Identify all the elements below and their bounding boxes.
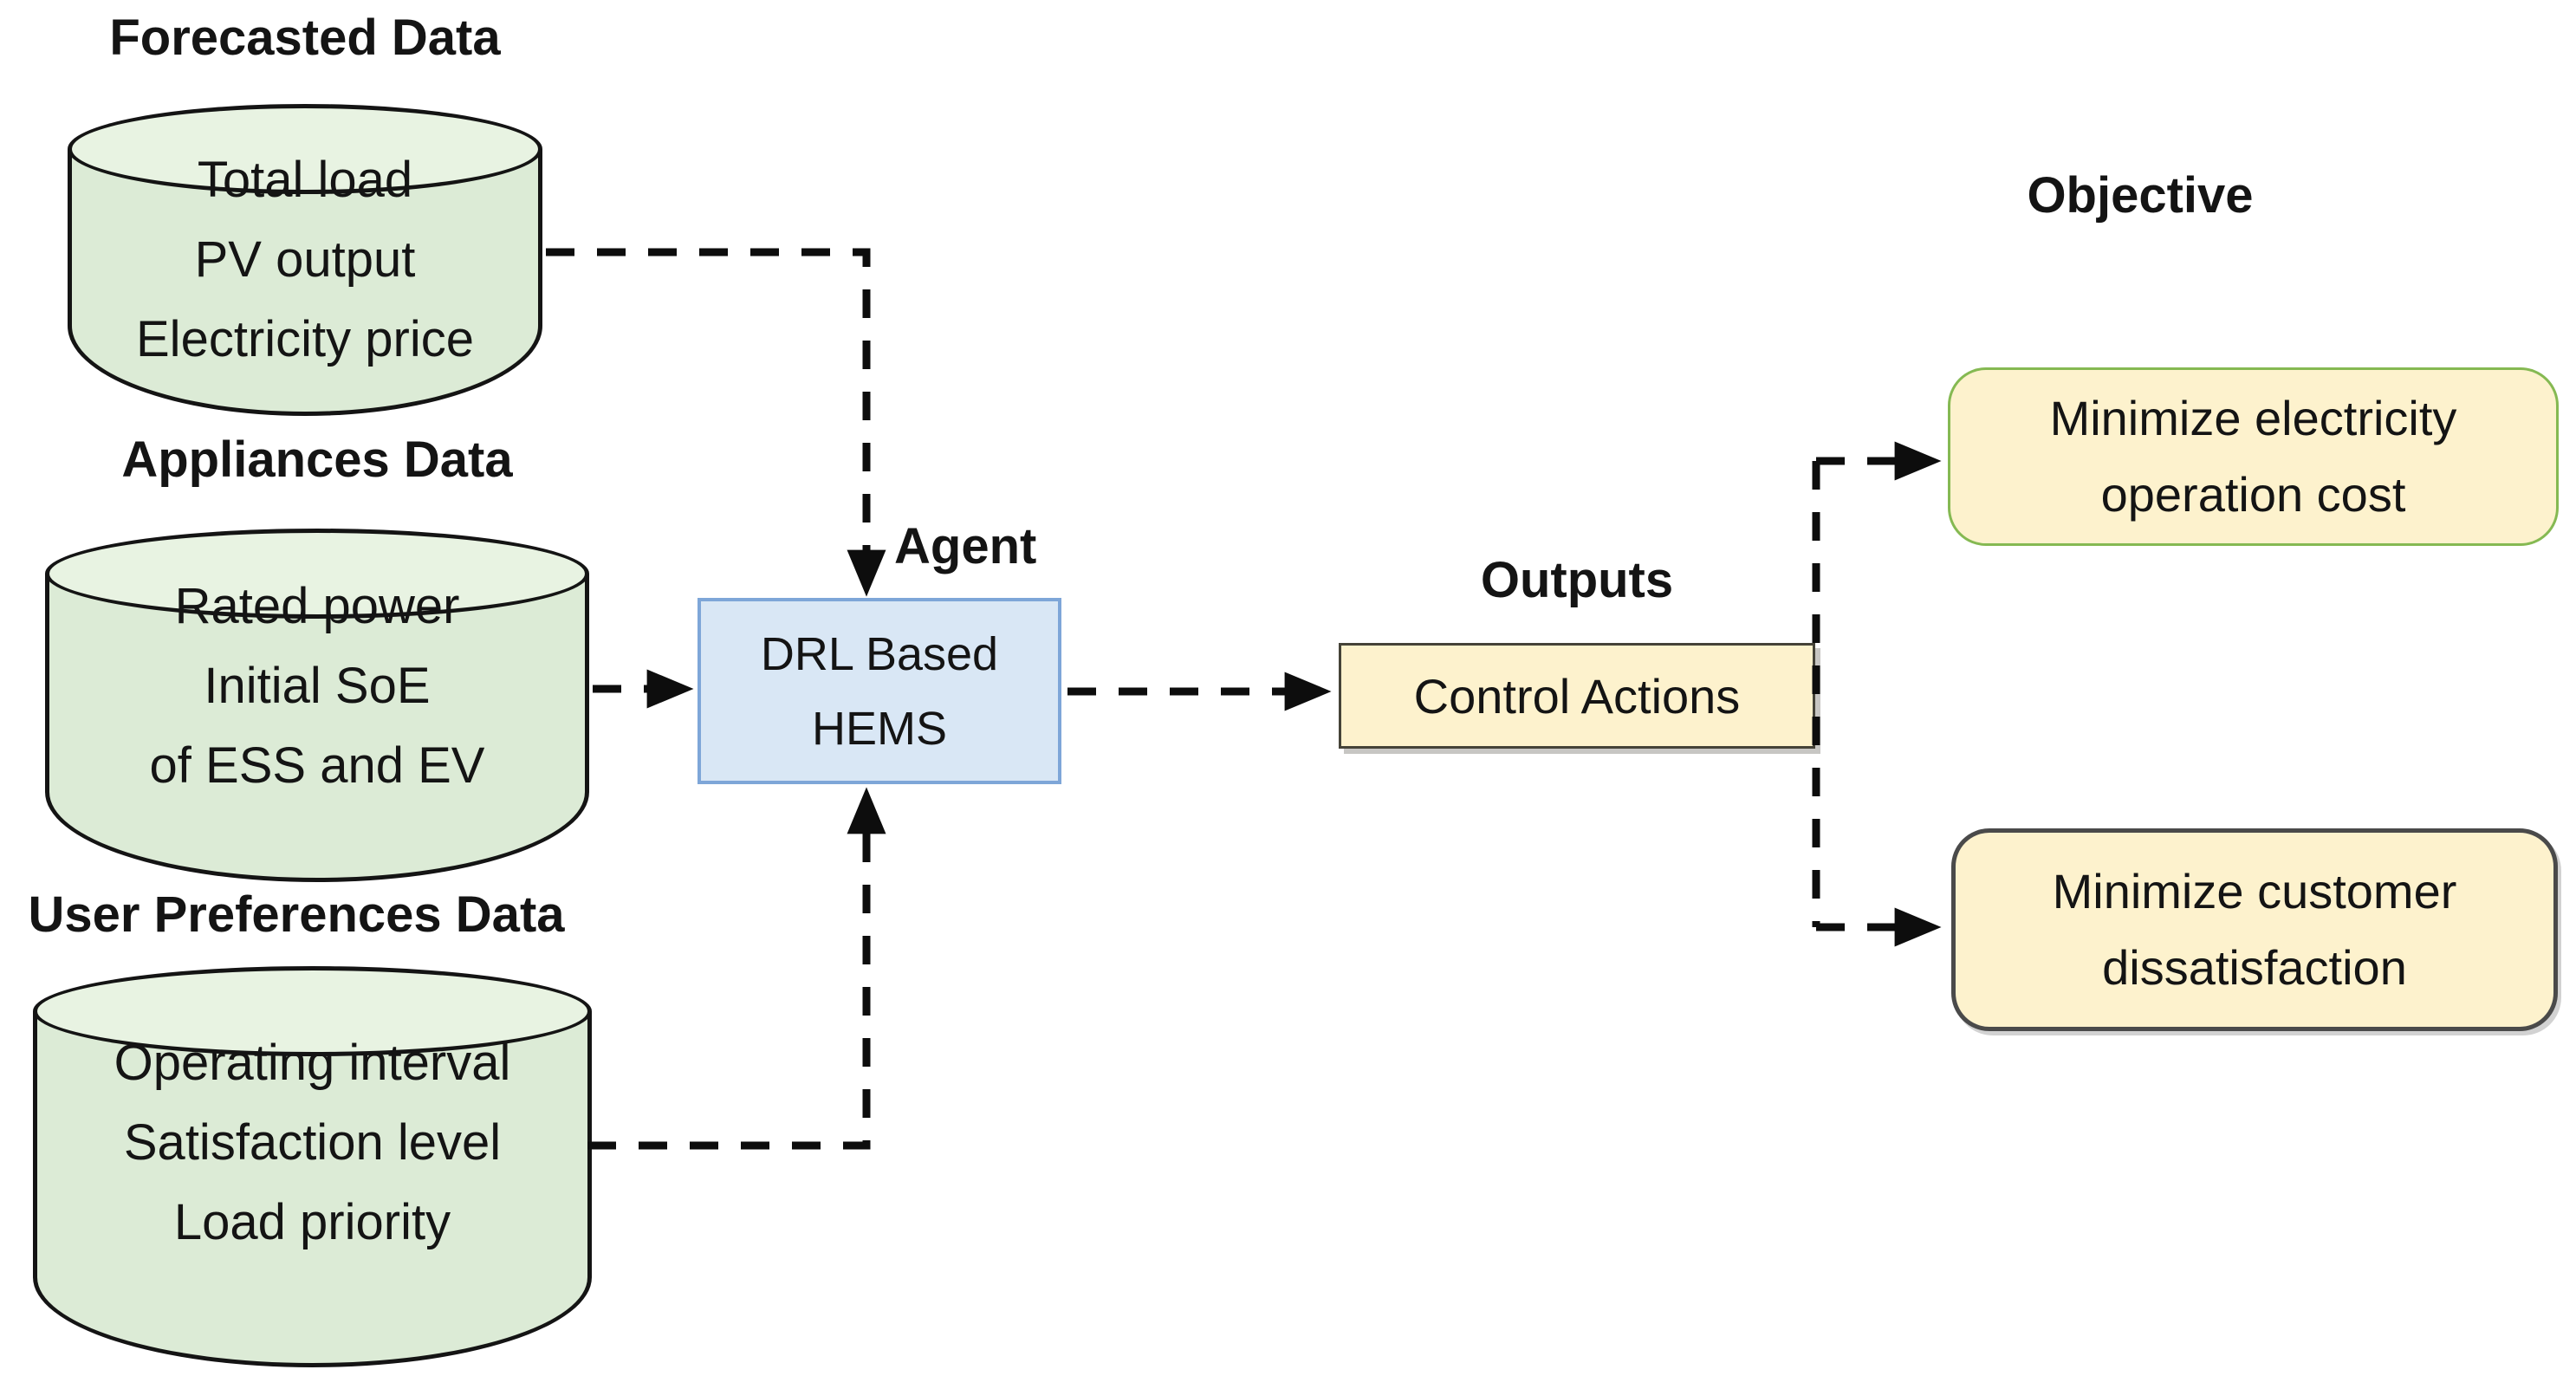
minimize-customer-dissatisfaction-box: Minimize customer dissatisfaction xyxy=(1951,828,2558,1031)
drl-based-hems-box: DRL Based HEMS xyxy=(698,598,1061,784)
minimize-electricity-operation-cost-box: Minimize electricity operation cost xyxy=(1948,367,2559,546)
agent-label: Agent xyxy=(894,518,1037,574)
cylinder-line: Initial SoE xyxy=(204,658,431,714)
cylinder-line: PV output xyxy=(194,231,416,288)
forecasted-data-cylinder: Total load PV output Electricity price xyxy=(68,104,542,416)
appliances-data-cylinder: Rated power Initial SoE of ESS and EV xyxy=(45,529,589,882)
appliances-data-lines: Rated power Initial SoE of ESS and EV xyxy=(52,567,582,806)
control-actions-text: Control Actions xyxy=(1413,668,1741,724)
cylinder-top-ellipse xyxy=(45,529,589,619)
objective-goal-text: Minimize electricity operation cost xyxy=(2049,391,2457,522)
arrow-forecasted-to-hems xyxy=(546,248,886,597)
cylinder-line: Load priority xyxy=(173,1194,451,1250)
forecasted-data-lines: Total load PV output Electricity price xyxy=(75,140,535,380)
hems-box-line: HEMS xyxy=(811,702,947,755)
control-actions-box: Control Actions xyxy=(1339,643,1815,749)
cylinder-line: Electricity price xyxy=(136,311,474,367)
user-preferences-data-cylinder: Operating interval Satisfaction level Lo… xyxy=(33,966,592,1367)
cylinder-body xyxy=(33,1011,592,1367)
outputs-label: Outputs xyxy=(1480,552,1674,608)
cylinder-top-ellipse xyxy=(68,104,542,194)
user-preferences-data-title: User Preferences Data xyxy=(28,886,565,943)
appliances-data-title: Appliances Data xyxy=(121,432,513,488)
cylinder-top-ellipse xyxy=(33,966,592,1056)
cylinder-body xyxy=(45,574,589,882)
objective-label: Objective xyxy=(2027,167,2254,224)
cylinder-line: of ESS and EV xyxy=(149,737,485,794)
hems-box-line: DRL Based xyxy=(760,627,999,680)
forecasted-data-title: Forecasted Data xyxy=(109,10,501,66)
arrow-preferences-to-hems xyxy=(587,787,886,1150)
cylinder-line: Rated power xyxy=(174,578,460,634)
cylinder-line: Operating interval xyxy=(114,1035,511,1091)
objective-goal-text: Minimize customer dissatisfaction xyxy=(2052,864,2457,995)
cylinder-line: Total load xyxy=(197,152,413,208)
user-preferences-data-lines: Operating interval Satisfaction level Lo… xyxy=(40,1023,585,1262)
cylinder-line: Satisfaction level xyxy=(123,1114,502,1171)
